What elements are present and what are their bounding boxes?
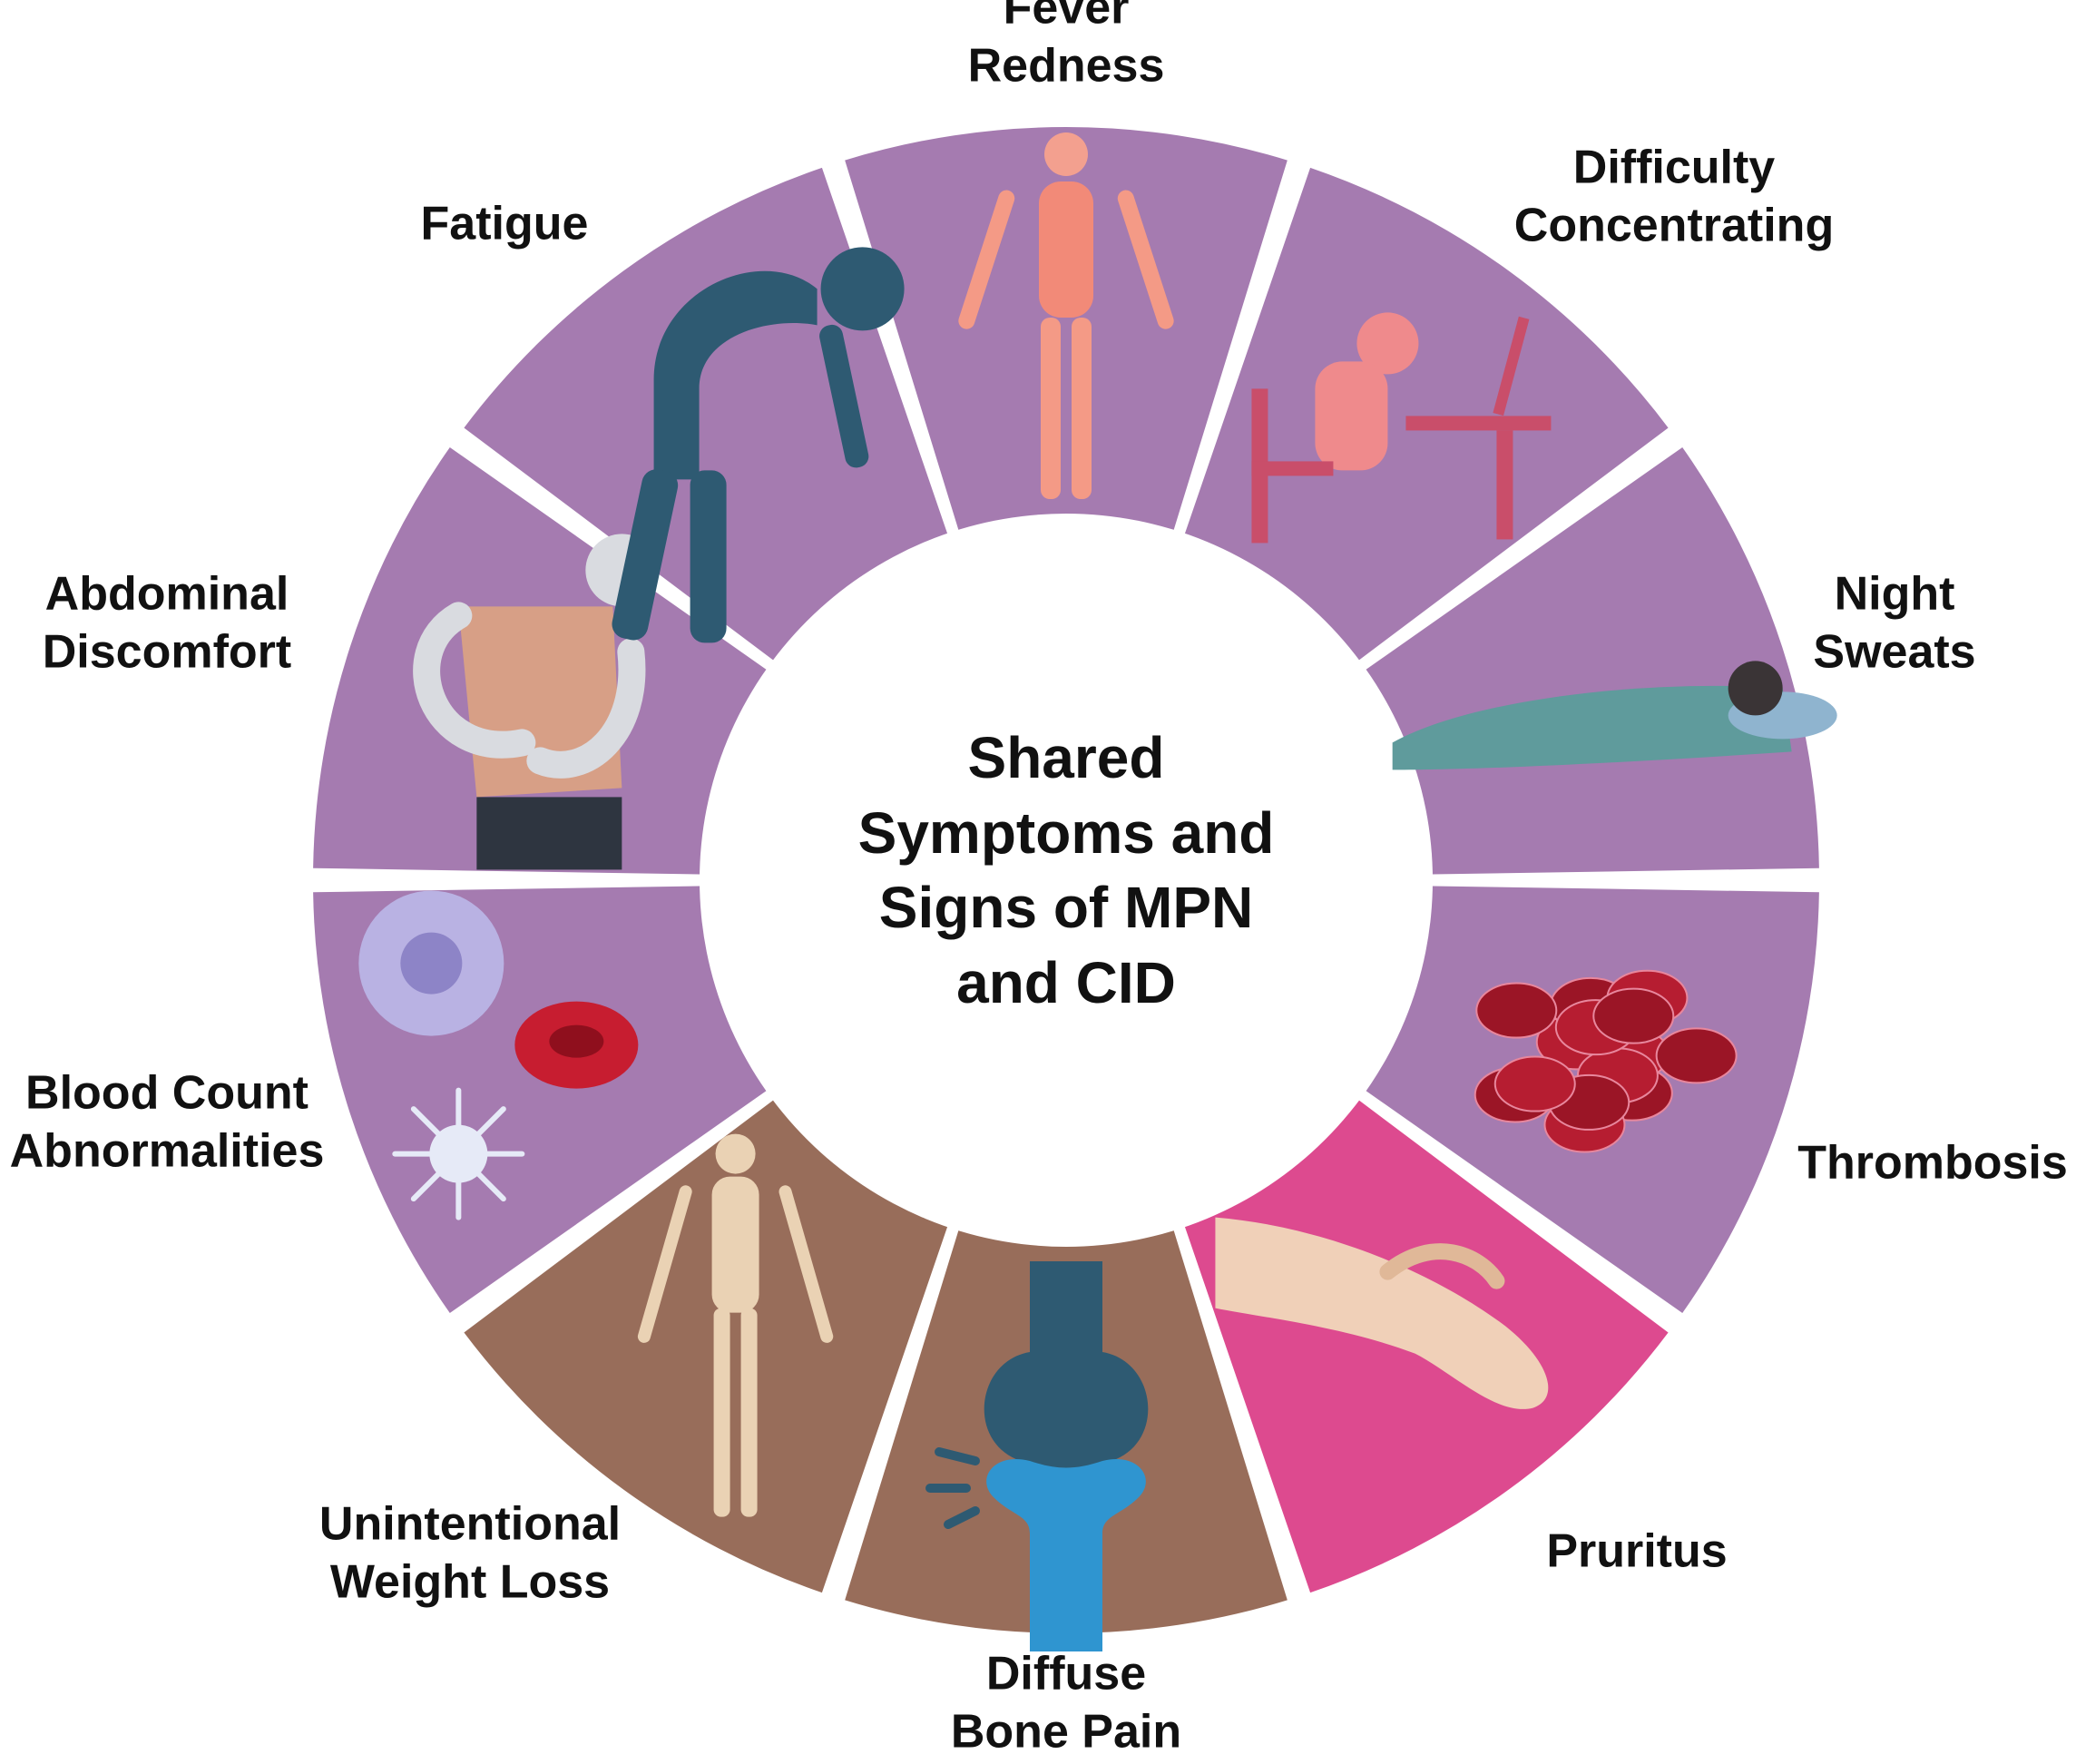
label-thrombosis: Thrombosis — [1797, 1137, 2068, 1190]
label-diffuse-bone-pain-line-2: Bone Pain — [951, 1706, 1181, 1759]
label-pruritus: Pruritus — [1546, 1525, 1727, 1578]
thin-body-icon — [637, 1133, 834, 1517]
center-title-line-3: Signs of MPN — [879, 875, 1253, 940]
center-circle — [700, 514, 1433, 1247]
blood-clot-icon — [1474, 969, 1738, 1153]
label-abdominal-discomfort-line-2: Discomfort — [43, 626, 291, 679]
label-fatigue-line-1: Fatigue — [421, 198, 589, 250]
scratching-hand-icon — [1215, 1217, 1549, 1409]
label-difficulty-concentrating-line-2: Concentrating — [1514, 200, 1834, 252]
label-fatigue: Fatigue — [421, 198, 589, 250]
label-pruritus-line-1: Pruritus — [1546, 1525, 1727, 1578]
human-body-heat-icon — [958, 132, 1174, 499]
blood-cells-icon — [358, 890, 639, 1220]
center-title-line-4: and CID — [956, 950, 1176, 1015]
segment-labels: FeverRednessDifficultyConcentratingNight… — [10, 0, 2068, 1759]
label-diffuse-bone-pain-line-1: Diffuse — [986, 1648, 1146, 1700]
center-title-line-2: Symptoms and — [858, 800, 1275, 866]
knee-joint-icon — [925, 1261, 1149, 1651]
label-fever-redness-line-2: Redness — [968, 40, 1165, 93]
person-sleeping-icon — [1392, 661, 1837, 770]
segment-icons — [358, 132, 1837, 1651]
segment-unintentional-weight-loss — [464, 1078, 959, 1593]
label-unintentional-weight-loss-line-1: Unintentional — [319, 1498, 621, 1551]
segment-fever-redness — [845, 127, 1288, 565]
label-difficulty-concentrating-line-1: Difficulty — [1573, 142, 1776, 194]
person-holding-stomach-icon — [413, 534, 659, 870]
label-blood-count-abnormalities-line-2: Abnormalities — [10, 1125, 325, 1178]
label-night-sweats-line-2: Sweats — [1813, 626, 1975, 679]
person-at-desk-icon — [1251, 312, 1552, 544]
label-blood-count-abnormalities-line-1: Blood Count — [25, 1067, 308, 1120]
center-title: Shared Symptoms and Signs of MPN and CID — [858, 725, 1275, 1015]
label-unintentional-weight-loss-line-2: Weight Loss — [330, 1556, 610, 1609]
label-thrombosis-line-1: Thrombosis — [1797, 1137, 2068, 1190]
label-abdominal-discomfort-line-1: Abdominal — [45, 568, 289, 621]
tired-person-icon — [612, 247, 905, 643]
label-fever-redness-line-1: Fever — [1004, 0, 1130, 34]
label-night-sweats-line-1: Night — [1835, 568, 1955, 621]
center-title-line-1: Shared — [968, 725, 1165, 790]
